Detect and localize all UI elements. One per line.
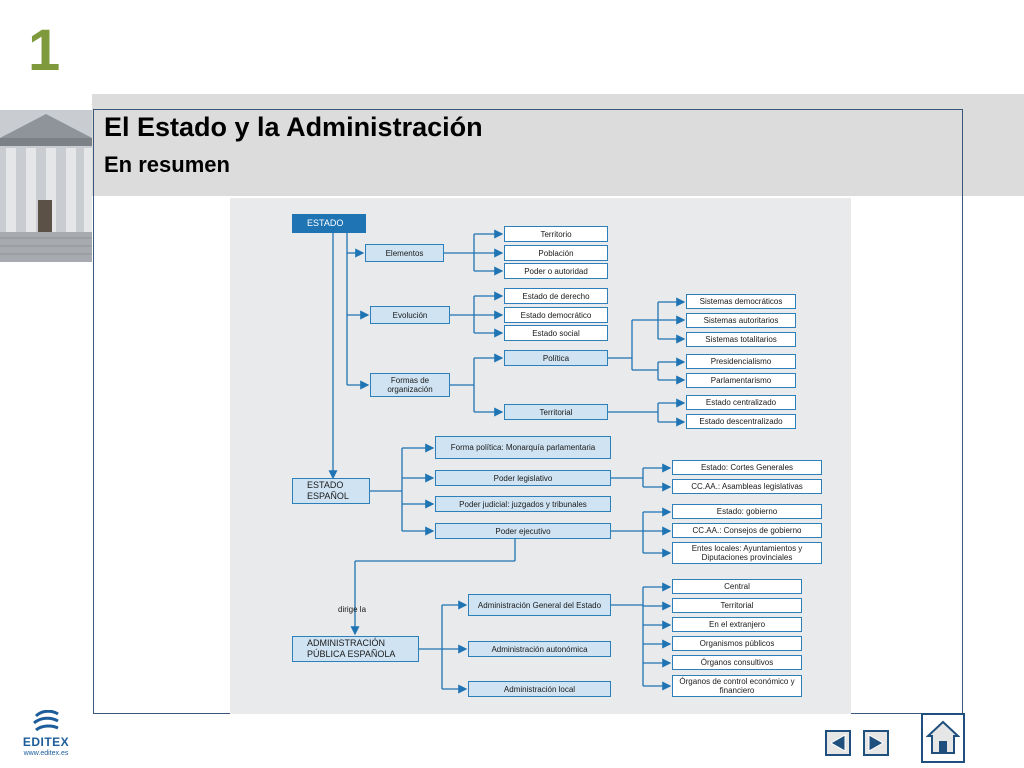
- page-title: El Estado y la Administración: [104, 112, 483, 142]
- node-sistemas-autoritarios: Sistemas autoritarios: [686, 313, 796, 328]
- node-poblacion: Población: [504, 245, 608, 261]
- node-territorial: Territorial: [504, 404, 608, 420]
- node-elementos: Elementos: [365, 244, 444, 262]
- node-poder-judicial: Poder judicial: juzgados y tribunales: [435, 496, 611, 512]
- node-estado-social: Estado social: [504, 325, 608, 341]
- node-admin-general: Administración General del Estado: [468, 594, 611, 616]
- node-territorio: Territorio: [504, 226, 608, 242]
- node-cortes-generales: Estado: Cortes Generales: [672, 460, 822, 475]
- node-poder-autoridad: Poder o autoridad: [504, 263, 608, 279]
- node-admin-autonomica: Administración autonómica: [468, 641, 611, 657]
- prev-button[interactable]: [825, 730, 851, 756]
- summary-diagram: ESTADO Elementos Territorio Población Po…: [230, 198, 851, 714]
- triangle-right-icon: [868, 734, 885, 752]
- node-poder-legislativo: Poder legislativo: [435, 470, 611, 486]
- node-en-el-extranjero: En el extranjero: [672, 617, 802, 632]
- node-estado-descentralizado: Estado descentralizado: [686, 414, 796, 429]
- node-estado-espanol: ESTADO ESPAÑOL: [292, 478, 370, 504]
- node-estado-democratico: Estado democrático: [504, 307, 608, 323]
- home-button[interactable]: [921, 713, 965, 763]
- logo-text: EDITEX: [22, 735, 70, 749]
- node-admin-local: Administración local: [468, 681, 611, 697]
- node-organos-consultivos: Órganos consultivos: [672, 655, 802, 670]
- building-image: [0, 110, 92, 262]
- node-administracion-publica: ADMINISTRACIÓN PÚBLICA ESPAÑOLA: [292, 636, 419, 662]
- node-organismos-publicos: Organismos públicos: [672, 636, 802, 651]
- node-asambleas-legislativas: CC.AA.: Asambleas legislativas: [672, 479, 822, 494]
- node-entes-locales: Entes locales: Ayuntamientos y Diputacio…: [672, 542, 822, 564]
- node-forma-politica: Forma política: Monarquía parlamentaria: [435, 436, 611, 459]
- editex-logo-icon: [33, 710, 59, 732]
- node-estado-gobierno: Estado: gobierno: [672, 504, 822, 519]
- header-band: [92, 94, 1024, 196]
- logo-url: www.editex.es: [23, 750, 69, 757]
- node-evolucion: Evolución: [370, 306, 450, 324]
- node-estado: ESTADO: [292, 214, 366, 233]
- node-estado-centralizado: Estado centralizado: [686, 395, 796, 410]
- node-central: Central: [672, 579, 802, 594]
- node-sistemas-democraticos: Sistemas democráticos: [686, 294, 796, 309]
- home-icon: [926, 720, 960, 754]
- page-subtitle: En resumen: [104, 152, 230, 177]
- node-parlamentarismo: Parlamentarismo: [686, 373, 796, 388]
- node-consejos-gobierno: CC.AA.: Consejos de gobierno: [672, 523, 822, 538]
- node-poder-ejecutivo: Poder ejecutivo: [435, 523, 611, 539]
- label-dirige-la: dirige la: [338, 605, 367, 614]
- next-button[interactable]: [863, 730, 889, 756]
- triangle-left-icon: [829, 734, 846, 752]
- node-territorial-age: Territorial: [672, 598, 802, 613]
- diagram-connectors: [328, 229, 686, 694]
- node-presidencialismo: Presidencialismo: [686, 354, 796, 369]
- node-organos-control: Órganos de control económico y financier…: [672, 675, 802, 697]
- chapter-number: 1: [28, 18, 61, 83]
- node-estado-derecho: Estado de derecho: [504, 288, 608, 304]
- node-formas-organizacion: Formas de organización: [370, 373, 450, 397]
- node-politica: Política: [504, 350, 608, 366]
- node-sistemas-totalitarios: Sistemas totalitarios: [686, 332, 796, 347]
- editex-logo: EDITEX www.editex.es: [18, 710, 74, 760]
